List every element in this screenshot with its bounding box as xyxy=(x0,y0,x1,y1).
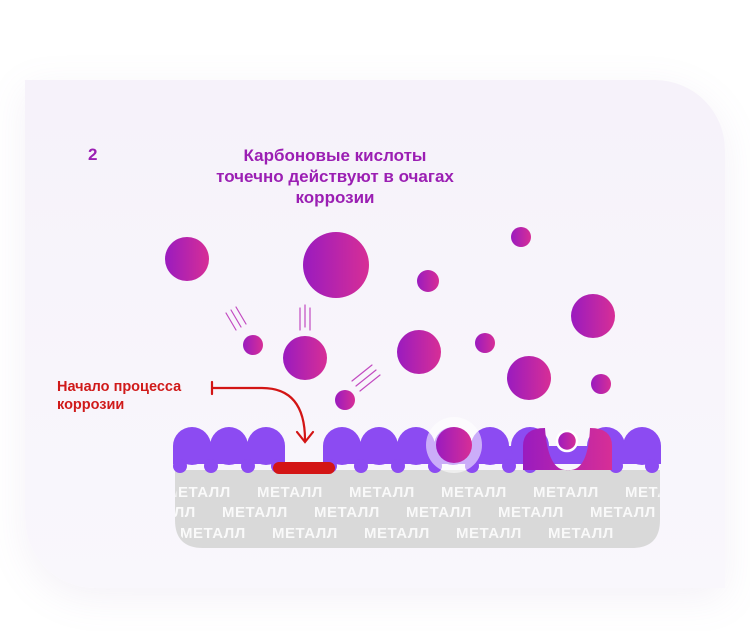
metal-word: МЕТАЛЛ xyxy=(441,484,507,501)
corrosion-pit xyxy=(523,428,612,471)
molecule xyxy=(165,237,209,281)
metal-word: МЕТАЛЛ xyxy=(364,525,430,542)
metal-word: МЕТАЛЛ xyxy=(456,525,522,542)
molecule xyxy=(335,390,355,410)
title-line-1: Карбоновые кислоты xyxy=(243,146,427,165)
molecule xyxy=(283,336,327,380)
corrosion-spot xyxy=(273,462,335,474)
metal-label-pattern: МЕТАЛЛ МЕТАЛЛ МЕТАЛЛ МЕТАЛЛ МЕТАЛЛ МЕТАЛ… xyxy=(130,484,691,542)
metal-word: МЕТАЛЛ xyxy=(165,484,231,501)
molecule xyxy=(591,374,611,394)
metal-base: МЕТАЛЛ МЕТАЛЛ МЕТАЛЛ МЕТАЛЛ МЕТАЛЛ МЕТАЛ… xyxy=(130,470,691,548)
title-line-2: точечно действуют в очагах xyxy=(216,167,454,186)
molecule xyxy=(511,227,531,247)
molecule xyxy=(397,330,441,374)
title-line-3: коррозии xyxy=(295,188,375,207)
metal-word: МЕТАЛЛ xyxy=(533,484,599,501)
metal-word: МЕТАЛЛ xyxy=(222,504,288,521)
metal-word: МЕТАЛЛ xyxy=(257,484,323,501)
corrosion-start-label: Начало процесса коррозии xyxy=(57,378,207,414)
molecule xyxy=(475,333,495,353)
metal-word: МЕТАЛЛ xyxy=(314,504,380,521)
metal-word: МЕТАЛЛ xyxy=(272,525,338,542)
corrosion-arrow xyxy=(210,380,315,444)
embedded-molecule xyxy=(426,417,482,473)
metal-word: МЕТАЛЛ xyxy=(349,484,415,501)
metal-word: МЕТАЛЛ xyxy=(180,525,246,542)
step-number: 2 xyxy=(88,145,98,164)
metal-word: МЕТАЛЛ xyxy=(548,525,614,542)
molecule xyxy=(571,294,615,338)
metal-word: МЕТАЛЛ xyxy=(590,504,656,521)
molecule xyxy=(303,232,369,298)
metal-word: МЕТАЛЛ xyxy=(130,504,196,521)
corrosion-label-line-1: Начало процесса xyxy=(57,379,182,395)
molecule xyxy=(243,335,263,355)
molecule xyxy=(417,270,439,292)
motion-lines xyxy=(225,304,381,392)
metal-word: МЕТАЛЛ xyxy=(625,484,691,501)
molecule xyxy=(507,356,551,400)
diagram-title: Карбоновые кислоты точечно действуют в о… xyxy=(185,145,485,208)
metal-word: МЕТАЛЛ xyxy=(406,504,472,521)
corrosion-label-line-2: коррозии xyxy=(57,397,125,413)
metal-word: МЕТАЛЛ xyxy=(498,504,564,521)
acid-molecules xyxy=(165,227,615,410)
